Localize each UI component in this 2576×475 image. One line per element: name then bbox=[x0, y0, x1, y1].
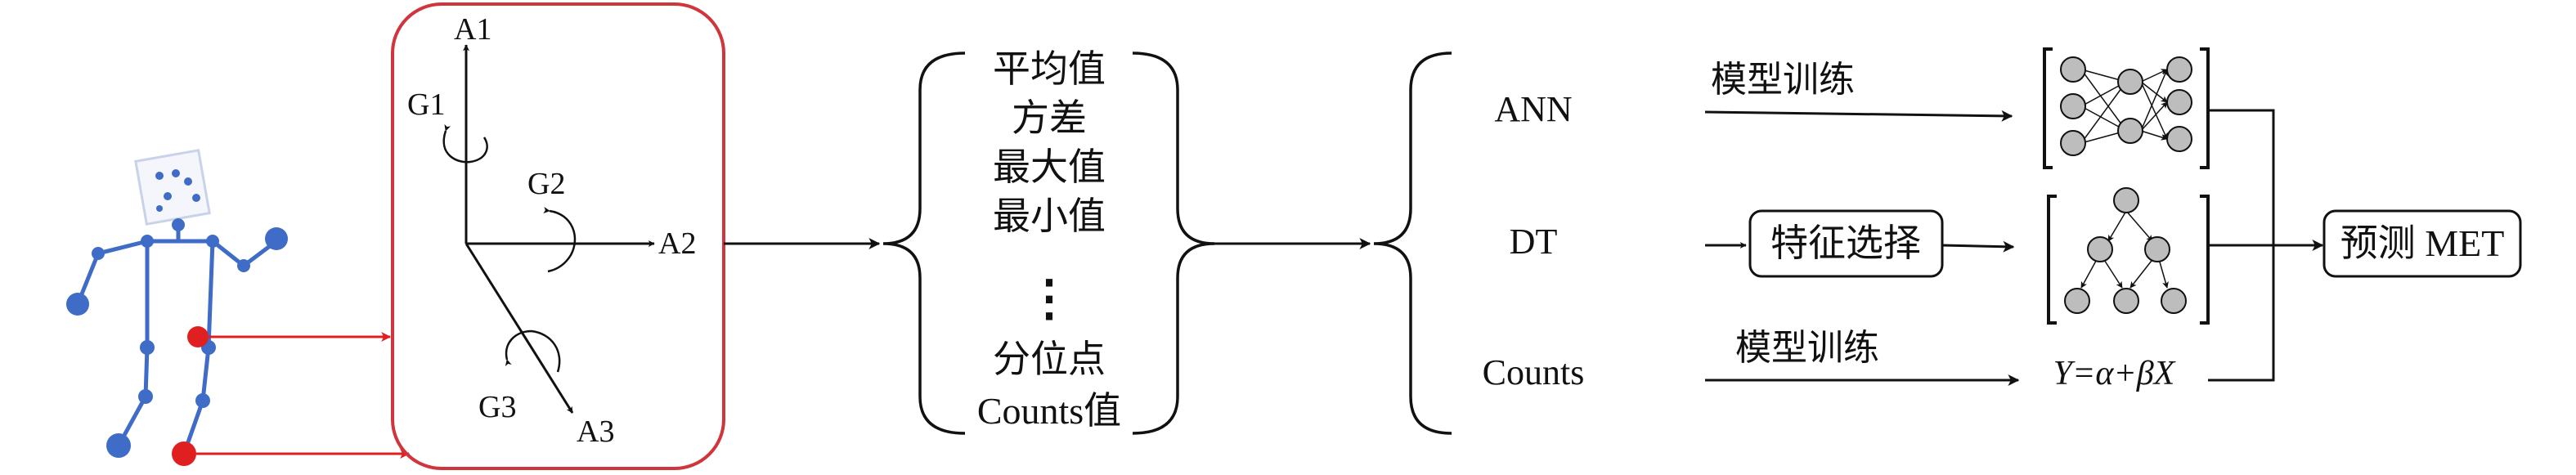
label-g1: G1 bbox=[407, 87, 445, 122]
feature-list: 平均值 方差 最大值 最小值 ⋮ 分位点 Counts值 bbox=[882, 48, 1215, 435]
decision-tree-icon bbox=[2047, 187, 2210, 325]
feature-item-mean: 平均值 bbox=[993, 48, 1106, 90]
rotation-arc-g3 bbox=[505, 329, 561, 373]
rotation-arc-g1 bbox=[442, 123, 488, 164]
neural-network-icon bbox=[2043, 47, 2210, 169]
rotation-arc-g2 bbox=[543, 207, 577, 273]
feature-ellipsis: ⋮ bbox=[1025, 271, 1074, 325]
left-brace-features bbox=[882, 52, 966, 435]
arrow-ann-train bbox=[1704, 110, 2013, 122]
output-label: 预测 MET bbox=[2340, 222, 2505, 264]
arrow-selection-to-tree bbox=[1941, 240, 2015, 253]
feature-selection-box bbox=[1748, 209, 1944, 278]
feature-item-counts: Counts值 bbox=[977, 390, 1121, 432]
left-brace-models bbox=[1373, 52, 1452, 435]
edge-label-train-counts: 模型训练 bbox=[1735, 328, 1879, 368]
edge-label-train-ann: 模型训练 bbox=[1711, 60, 1855, 100]
sensor-axes-box: A1 A2 A3 G1 G2 G3 bbox=[391, 2, 725, 470]
feature-item-min: 最小值 bbox=[993, 195, 1106, 237]
model-list: ANN DT Counts bbox=[1373, 52, 1585, 435]
model-ann: ANN bbox=[1494, 89, 1572, 129]
merge-connector bbox=[2208, 109, 2275, 382]
label-a3: A3 bbox=[577, 415, 614, 449]
human-skeleton-figure bbox=[66, 149, 288, 466]
label-g3: G3 bbox=[478, 390, 516, 424]
label-a1: A1 bbox=[454, 12, 491, 47]
right-brace-features bbox=[1132, 52, 1215, 435]
label-g2: G2 bbox=[527, 167, 565, 201]
axis-a3 bbox=[464, 243, 574, 414]
model-counts: Counts bbox=[1483, 352, 1585, 392]
model-dt: DT bbox=[1510, 222, 1558, 262]
output-box bbox=[2322, 209, 2522, 278]
regression-formula: Y=α+βX bbox=[2053, 355, 2177, 392]
label-a2: A2 bbox=[658, 226, 696, 261]
feature-selection-label: 特征选择 bbox=[1770, 222, 1921, 264]
feature-item-quantile: 分位点 bbox=[993, 338, 1106, 380]
ankle-sensor-dot bbox=[172, 441, 196, 466]
feature-item-max: 最大值 bbox=[993, 146, 1106, 188]
feature-item-variance: 方差 bbox=[1012, 97, 1087, 139]
wrist-sensor-dot bbox=[187, 326, 209, 347]
